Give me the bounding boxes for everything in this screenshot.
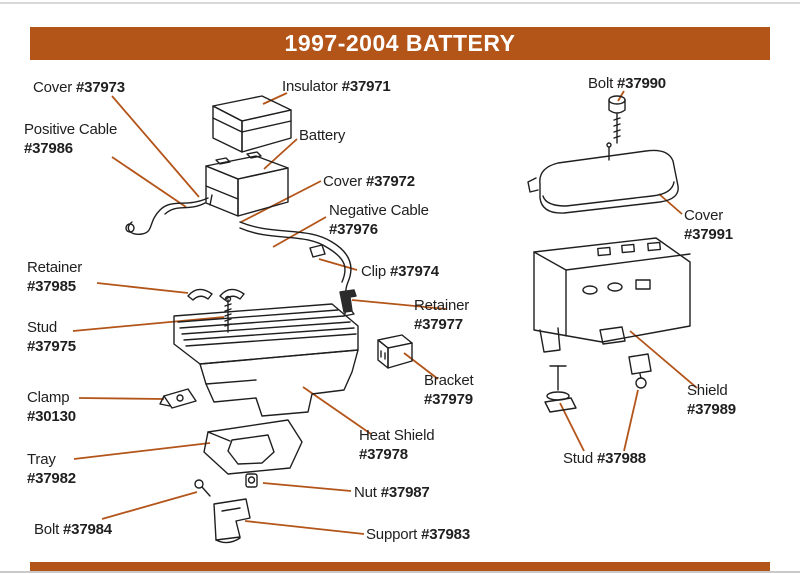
scan-edge-bottom xyxy=(0,571,800,573)
part-number: #37973 xyxy=(75,79,125,96)
stud-37975-illustration xyxy=(224,295,232,333)
part-number: #37975 xyxy=(27,338,76,355)
label-stud-37975: Stud #37975 xyxy=(27,318,76,356)
label-bracket-37979: Bracket #37979 xyxy=(424,371,474,409)
label-cover-37972: Cover #37972 xyxy=(323,172,415,191)
label-bolt-37984: Bolt #37984 xyxy=(34,520,112,539)
part-illustrations xyxy=(125,95,691,544)
part-name: Nut xyxy=(354,484,377,501)
clamp-illustration xyxy=(159,388,197,409)
stud-37988-right-illustration xyxy=(628,353,652,389)
part-name: Bolt xyxy=(34,521,60,538)
part-number: #37982 xyxy=(27,470,76,487)
part-name: Negative Cable xyxy=(329,202,429,219)
heat-shield-illustration xyxy=(199,349,359,417)
part-number: #37984 xyxy=(63,521,112,538)
label-heat-shield-37978: Heat Shield #37978 xyxy=(359,426,435,464)
label-battery: Battery xyxy=(299,126,345,145)
part-name: Support xyxy=(366,526,418,543)
battery-tray-illustration xyxy=(173,303,359,365)
clip-illustration xyxy=(309,244,326,258)
label-bolt-37990: Bolt #37990 xyxy=(588,74,666,93)
positive-cable-illustration xyxy=(125,194,213,236)
support-illustration xyxy=(213,498,251,544)
part-number: #37985 xyxy=(27,278,76,295)
part-number: #37979 xyxy=(424,391,473,408)
nut-illustration xyxy=(245,473,258,488)
page-title: 1997-2004 BATTERY xyxy=(284,30,516,56)
part-name: Battery xyxy=(299,127,346,144)
label-negative-cable-37976: Negative Cable #37976 xyxy=(329,201,429,239)
bracket-illustration xyxy=(377,334,413,369)
part-name: Shield xyxy=(687,382,728,399)
label-tray-37982: Tray #37982 xyxy=(27,450,76,488)
part-name: Stud xyxy=(563,450,594,467)
part-number: #37974 xyxy=(390,263,439,280)
label-clamp-30130: Clamp #30130 xyxy=(27,388,76,426)
leader-lines xyxy=(72,90,698,535)
part-number: #37978 xyxy=(359,446,408,463)
insulator-illustration xyxy=(212,95,292,153)
bolt-37984-illustration xyxy=(194,479,211,497)
part-number: #37990 xyxy=(617,75,666,92)
label-retainer-37977: Retainer #37977 xyxy=(414,296,469,334)
label-insulator-37971: Insulator #37971 xyxy=(282,77,391,96)
part-name: Positive Cable xyxy=(24,121,118,138)
part-name: Stud xyxy=(27,319,58,336)
label-positive-cable-37986: Positive Cable #37986 xyxy=(24,120,117,158)
part-number: #37971 xyxy=(341,78,391,95)
tray-illustration xyxy=(203,419,303,475)
label-clip-37974: Clip #37974 xyxy=(361,262,439,281)
part-number: #37989 xyxy=(687,401,736,418)
shield-37989-illustration xyxy=(533,237,691,353)
label-shield-37989: Shield #37989 xyxy=(687,381,736,419)
part-number: #37987 xyxy=(380,484,430,501)
part-name: Cover xyxy=(33,79,73,96)
label-stud-37988: Stud #37988 xyxy=(563,449,646,468)
part-name: Cover xyxy=(684,207,724,224)
label-cover-37991: Cover #37991 xyxy=(684,206,733,244)
stud-37988-left-illustration xyxy=(544,365,577,413)
label-cover-37973: Cover #37973 xyxy=(33,78,125,97)
retainer-37985-illustration xyxy=(187,288,245,301)
battery-illustration xyxy=(205,151,289,217)
part-name: Tray xyxy=(27,451,56,468)
cover-37991-illustration xyxy=(527,142,679,214)
part-number: #30130 xyxy=(27,408,76,425)
part-name: Clamp xyxy=(27,389,70,406)
header-bar: 1997-2004 BATTERY xyxy=(30,27,770,60)
label-retainer-37985: Retainer #37985 xyxy=(27,258,82,296)
part-number: #37991 xyxy=(684,226,733,243)
part-number: #37988 xyxy=(597,450,646,467)
part-name: Retainer xyxy=(414,297,470,314)
bolt-37990-illustration xyxy=(608,95,626,144)
part-name: Bracket xyxy=(424,372,474,389)
part-number: #37977 xyxy=(414,316,463,333)
label-nut-37987: Nut #37987 xyxy=(354,483,430,502)
label-support-37983: Support #37983 xyxy=(366,525,470,544)
part-name: Clip xyxy=(361,263,387,280)
scan-edge-top xyxy=(0,2,800,4)
part-number: #37986 xyxy=(24,140,73,157)
part-number: #37972 xyxy=(365,173,415,190)
part-name: Bolt xyxy=(588,75,614,92)
part-name: Cover xyxy=(323,173,363,190)
part-number: #37983 xyxy=(421,526,470,543)
footer-bar xyxy=(30,562,770,571)
part-name: Heat Shield xyxy=(359,427,435,444)
part-name: Insulator xyxy=(282,78,338,95)
part-number: #37976 xyxy=(329,221,378,238)
part-name: Retainer xyxy=(27,259,83,276)
retainer-37977-illustration xyxy=(339,289,357,313)
